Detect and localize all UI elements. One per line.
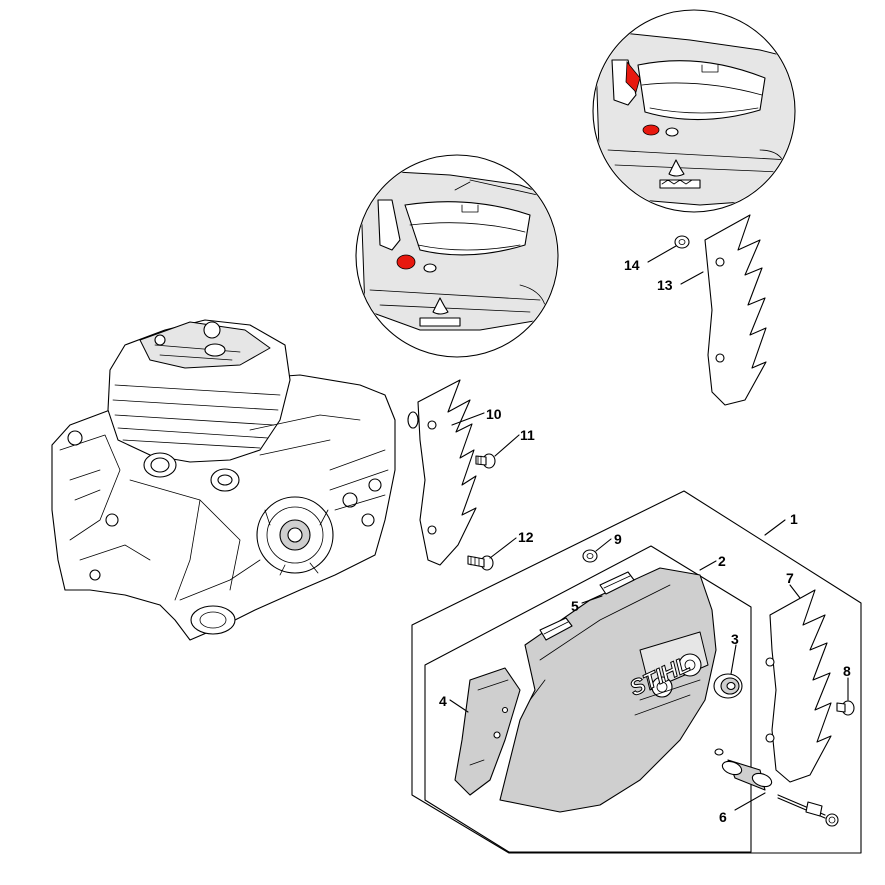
- callout-6: 6: [719, 809, 727, 825]
- callout-4: 4: [439, 693, 447, 709]
- callout-11: 11: [520, 427, 535, 443]
- screw-11: [475, 453, 496, 469]
- callout-2: 2: [718, 553, 726, 569]
- leader-lines: [449, 245, 849, 811]
- callout-8: 8: [843, 663, 851, 679]
- oil-outlet-highlight-right: [642, 124, 660, 136]
- collar-nut-3: [713, 673, 743, 699]
- kit-outline-2: [424, 545, 752, 853]
- callout-12: 12: [518, 529, 534, 545]
- chain-tensioner-6: [714, 748, 839, 827]
- sprocket-cover-2: STIHL: [499, 567, 717, 813]
- callout-9: 9: [614, 531, 622, 547]
- bumper-spike-13: [704, 214, 767, 406]
- callout-5: 5: [571, 598, 579, 614]
- nut-9: [582, 549, 598, 563]
- callout-10: 10: [486, 406, 502, 422]
- callout-1: 1: [790, 511, 798, 527]
- callout-3: 3: [731, 631, 739, 647]
- powerhead-engine: [51, 319, 396, 641]
- bumper-spike-7: [765, 589, 832, 783]
- oil-outlet-highlight-left: [396, 254, 416, 270]
- bumper-spike-10: [407, 379, 477, 566]
- oil-channel-highlight-right: [625, 60, 641, 93]
- detail-inset-left: [355, 154, 559, 358]
- chain-guide-4: [454, 667, 521, 796]
- nut-14: [674, 235, 690, 249]
- callout-13: 13: [657, 277, 673, 293]
- detail-inset-right: [592, 9, 796, 213]
- callout-7: 7: [786, 570, 794, 586]
- callout-numbers: 1 2 3 4 5 6 7 8 9 10 11 12 13 14: [439, 257, 851, 825]
- screw-8: [836, 700, 855, 716]
- screw-12: [467, 555, 494, 571]
- callout-14: 14: [624, 257, 640, 273]
- kit-outline-1: [411, 490, 862, 854]
